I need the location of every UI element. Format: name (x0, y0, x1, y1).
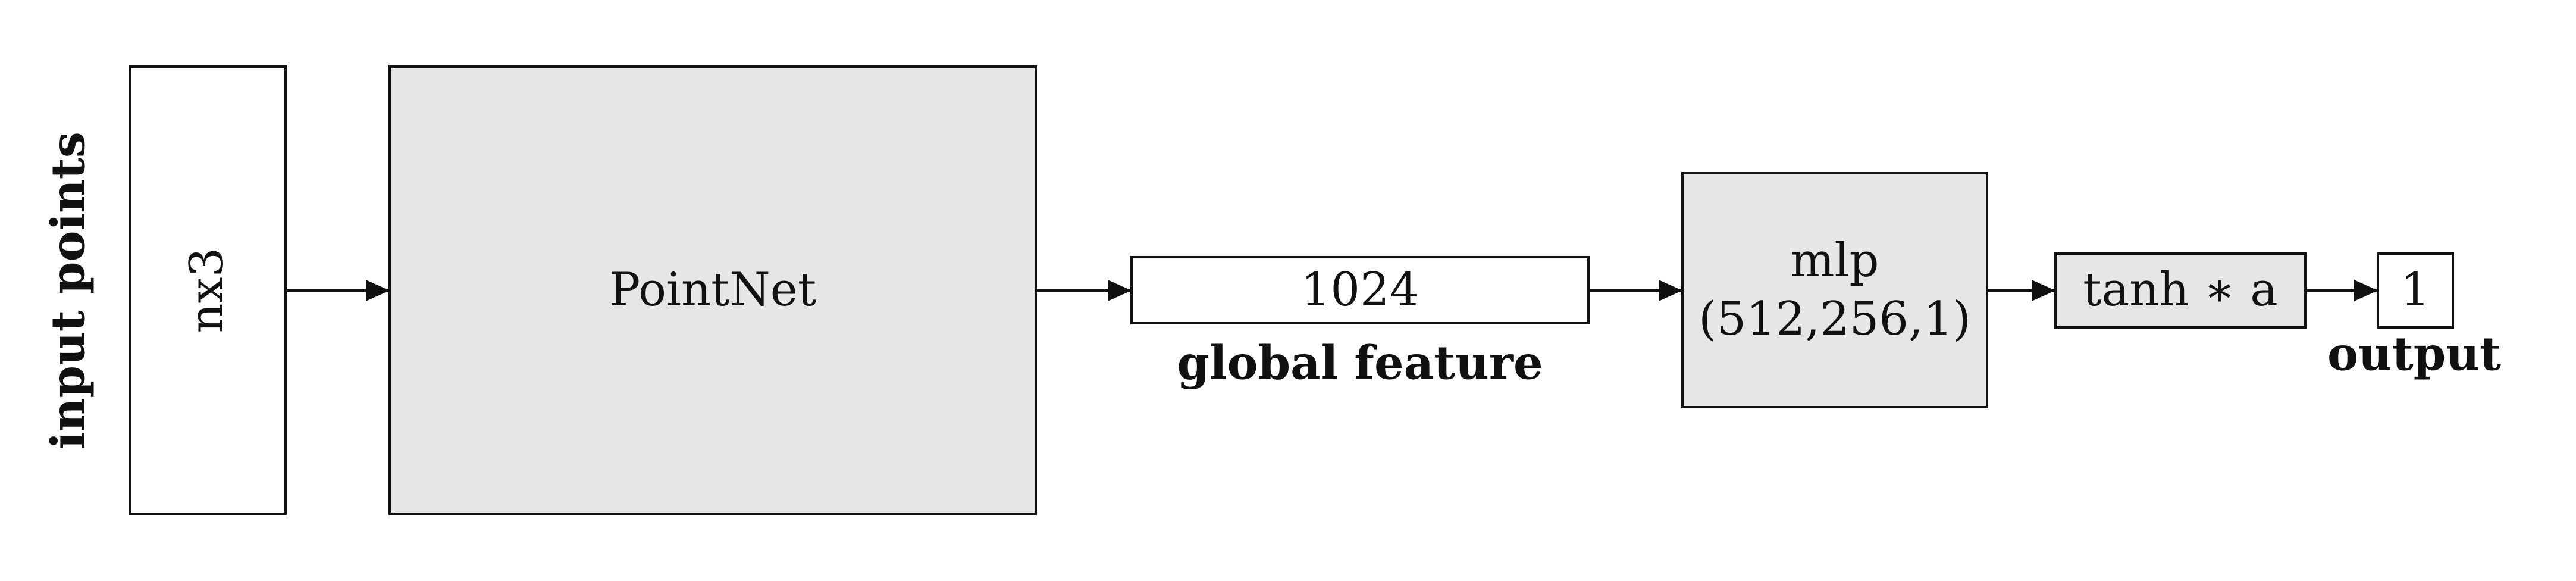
mlp-label: mlp (1790, 234, 1879, 288)
global-feature-caption-text: global feature (1177, 336, 1543, 391)
output-caption: output (2327, 327, 2501, 382)
pointnet-label: PointNet (609, 263, 817, 317)
output-value: 1 (2400, 263, 2430, 317)
input-box: nx3 (129, 65, 287, 515)
pointnet-box: PointNet (388, 65, 1037, 515)
output-caption-text: output (2327, 327, 2502, 382)
activation-box: tanh ∗ a (2054, 252, 2307, 329)
global-feature-value: 1024 (1300, 263, 1419, 317)
output-box: 1 (2377, 252, 2454, 329)
global-feature-box: 1024 (1130, 256, 1590, 324)
global-feature-caption: global feature (1177, 336, 1543, 391)
mlp-box: mlp (512,256,1) (1681, 172, 1988, 408)
activation-label: tanh ∗ a (2083, 263, 2278, 317)
mlp-layers-label: (512,256,1) (1698, 292, 1971, 346)
